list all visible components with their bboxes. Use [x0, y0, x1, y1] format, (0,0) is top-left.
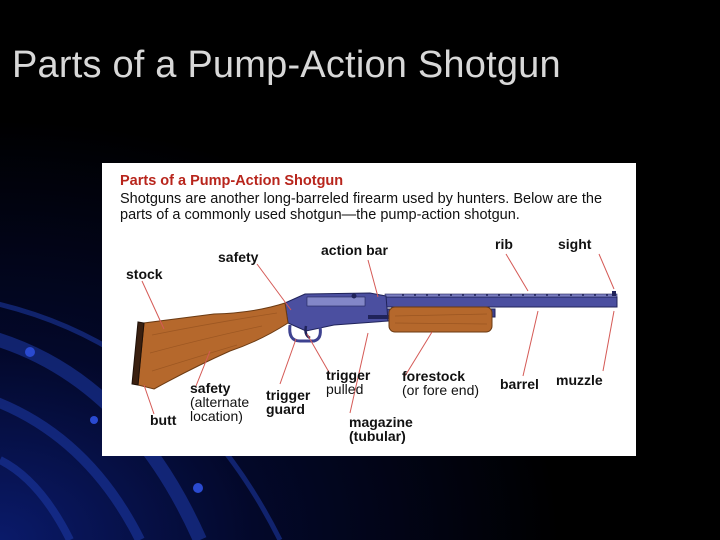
trigger-guard-shape	[288, 324, 322, 343]
label-trigger-guard: trigger guard	[266, 387, 311, 417]
barrel-shape	[384, 296, 618, 308]
label-sight: sight	[558, 236, 592, 252]
label-action-bar: action bar	[321, 242, 388, 258]
label-forestock: forestock (or fore end)	[402, 368, 480, 398]
label-butt: butt	[150, 412, 177, 428]
label-safety-alternate: safety (alternate location)	[190, 380, 250, 424]
forestock-shape	[388, 306, 493, 333]
label-barrel: barrel	[500, 376, 539, 392]
label-trigger: trigger pulled	[326, 367, 371, 397]
action-bar-shape	[368, 315, 394, 319]
diagram-heading: Parts of a Pump-Action Shotgun	[120, 173, 344, 189]
label-safety: safety	[218, 249, 259, 265]
slide-title: Parts of a Pump-Action Shotgun	[12, 44, 561, 86]
leader-lines	[141, 253, 615, 415]
label-magazine: magazine (tubular)	[349, 414, 413, 444]
sight-shape	[612, 291, 616, 296]
label-stock: stock	[126, 266, 163, 282]
diagram-intro: Shotguns are another long-barreled firea…	[120, 191, 603, 223]
label-rib: rib	[495, 236, 513, 252]
butt-pad-shape	[131, 321, 145, 386]
label-muzzle: muzzle	[556, 372, 603, 388]
diagram-panel: Parts of a Pump-Action Shotgun Shotguns …	[102, 163, 636, 456]
stock-shape	[137, 302, 289, 390]
shotgun-illustration	[131, 253, 618, 415]
